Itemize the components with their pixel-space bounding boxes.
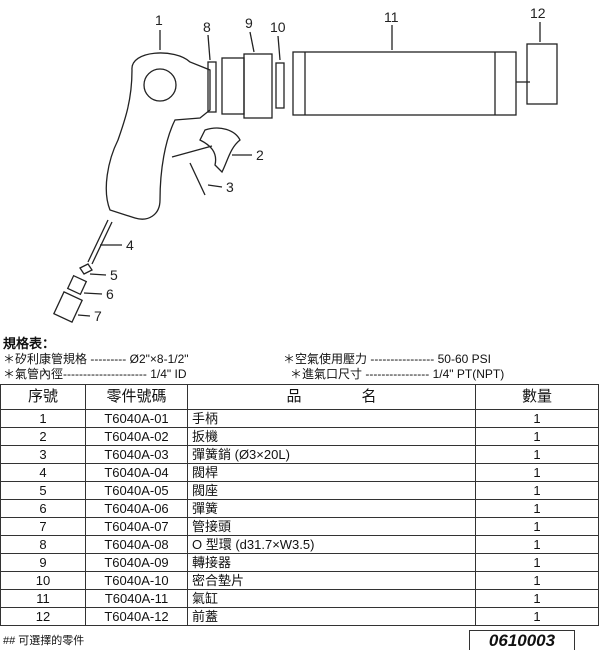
callout-3: 3 — [226, 179, 234, 195]
cell-qty: 1 — [475, 571, 599, 590]
cell-no: 8 — [0, 535, 86, 554]
cell-part-number: T6040A-05 — [85, 481, 188, 500]
header-qty: 數量 — [475, 384, 599, 410]
cell-qty: 1 — [475, 427, 599, 446]
cell-qty: 1 — [475, 409, 599, 428]
callout-5: 5 — [110, 267, 118, 283]
cell-description: 彈簧銷 (Ø3×20L) — [187, 445, 476, 464]
cell-description: 手柄 — [187, 409, 476, 428]
cell-no: 5 — [0, 481, 86, 500]
cell-description: 彈簧 — [187, 499, 476, 518]
cell-description: O 型環 (d31.7×W3.5) — [187, 535, 476, 554]
cell-no: 11 — [0, 589, 86, 608]
cell-part-number: T6040A-10 — [85, 571, 188, 590]
header-part-number: 零件號碼 — [85, 384, 188, 410]
cell-qty: 1 — [475, 517, 599, 536]
cell-part-number: T6040A-12 — [85, 607, 188, 626]
cell-no: 3 — [0, 445, 86, 464]
callout-12: 12 — [530, 5, 546, 21]
spec-tube-size: ＊矽利康管規格 --------- Ø2"×8-1/2" — [3, 352, 189, 366]
cell-qty: 1 — [475, 445, 599, 464]
cell-part-number: T6040A-02 — [85, 427, 188, 446]
exploded-diagram: 1 2 3 4 5 6 7 8 9 10 11 12 — [53, 5, 558, 324]
cell-description: 扳機 — [187, 427, 476, 446]
cell-part-number: T6040A-04 — [85, 463, 188, 482]
cell-description: 轉接器 — [187, 553, 476, 572]
cell-description: 管接頭 — [187, 517, 476, 536]
header-description: 品 名 — [187, 384, 476, 410]
cell-description: 密合墊片 — [187, 571, 476, 590]
cell-part-number: T6040A-06 — [85, 499, 188, 518]
spec-title: 規格表： — [3, 336, 56, 351]
cell-part-number: T6040A-03 — [85, 445, 188, 464]
cell-part-number: T6040A-09 — [85, 553, 188, 572]
optional-parts-note: ## 可選擇的零件 — [3, 635, 85, 647]
cell-part-number: T6040A-01 — [85, 409, 188, 428]
cell-qty: 1 — [475, 499, 599, 518]
spec-air-pressure: ＊空氣使用壓力 ---------------- 50-60 PSI — [283, 352, 491, 366]
cell-no: 6 — [0, 499, 86, 518]
header-no: 序號 — [0, 384, 86, 410]
spec-inlet-size: ＊進氣口尺寸 ---------------- 1/4" PT(NPT) — [290, 367, 505, 381]
cell-description: 氣缸 — [187, 589, 476, 608]
cell-no: 2 — [0, 427, 86, 446]
cell-no: 1 — [0, 409, 86, 428]
cell-no: 10 — [0, 571, 86, 590]
callout-7: 7 — [94, 308, 102, 324]
cell-qty: 1 — [475, 589, 599, 608]
table-header: 序號 零件號碼 品 名 數量 — [0, 384, 599, 410]
cell-qty: 1 — [475, 553, 599, 572]
cell-no: 9 — [0, 553, 86, 572]
cell-no: 4 — [0, 463, 86, 482]
callout-6: 6 — [106, 286, 114, 302]
cell-no: 12 — [0, 607, 86, 626]
cell-description: 閥桿 — [187, 463, 476, 482]
callout-9: 9 — [245, 15, 253, 31]
cell-qty: 1 — [475, 481, 599, 500]
cell-no: 7 — [0, 517, 86, 536]
spec-hose-id: ＊氣管內徑--------------------- 1/4" ID — [3, 367, 187, 381]
callout-11: 11 — [384, 9, 399, 25]
cell-part-number: T6040A-08 — [85, 535, 188, 554]
document-code: 0610003 — [469, 630, 575, 650]
callout-4: 4 — [126, 237, 134, 253]
callout-1: 1 — [155, 12, 163, 28]
cell-qty: 1 — [475, 463, 599, 482]
cell-qty: 1 — [475, 535, 599, 554]
callout-8: 8 — [203, 19, 211, 35]
cell-part-number: T6040A-07 — [85, 517, 188, 536]
cell-qty: 1 — [475, 607, 599, 626]
callout-2: 2 — [256, 147, 264, 163]
cell-part-number: T6040A-11 — [85, 589, 188, 608]
cell-description: 前蓋 — [187, 607, 476, 626]
cell-description: 閥座 — [187, 481, 476, 500]
callout-10: 10 — [270, 19, 286, 35]
